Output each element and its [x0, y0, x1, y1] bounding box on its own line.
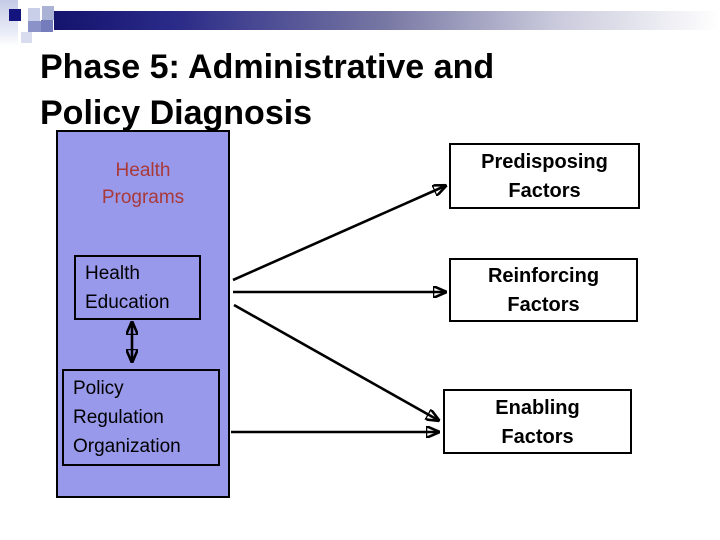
enabling-line2: Factors — [501, 426, 574, 448]
policy-regulation-organization-box: Policy Regulation Organization — [62, 369, 220, 466]
header-strip-decoration — [0, 0, 18, 46]
health-programs-line2: Programs — [101, 187, 185, 208]
reinforcing-line1: Reinforcing — [487, 265, 600, 287]
enabling-line1: Enabling — [495, 397, 580, 419]
arrow-health-education-to-enabling-factors — [233, 303, 438, 420]
predisposing-line1: Predisposing — [481, 151, 608, 173]
deco-square-navy — [9, 9, 21, 21]
predisposing-factors-box: Predisposing Factors — [449, 143, 640, 209]
deco-square-blue — [42, 6, 54, 20]
enabling-factors-box: Enabling Factors — [443, 389, 632, 454]
page-title: Phase 5: Administrative and Policy Diagn… — [40, 44, 494, 136]
page-title-line2: Policy Diagnosis — [40, 94, 313, 132]
reinforcing-factors-box: Reinforcing Factors — [449, 258, 638, 322]
deco-square-light — [21, 32, 32, 43]
header-gradient-bar — [54, 11, 720, 30]
deco-square-pale — [28, 8, 40, 21]
arrow-health-education-to-predisposing-factors — [232, 186, 445, 282]
policy-line3: Organization — [73, 436, 181, 457]
health-programs-line1: Health — [115, 160, 171, 181]
health-programs-box: Health Programs Health Education Policy … — [56, 130, 230, 498]
health-education-line1: Health — [85, 263, 140, 284]
health-programs-label: Health Programs — [58, 157, 228, 211]
policy-line2: Regulation — [73, 407, 164, 428]
deco-square-slate — [28, 21, 41, 32]
predisposing-line2: Factors — [508, 180, 581, 202]
deco-square-slate-dark — [41, 20, 53, 32]
page-title-line1: Phase 5: Administrative and — [40, 48, 495, 86]
health-education-line2: Education — [85, 292, 170, 313]
health-education-box: Health Education — [74, 255, 201, 320]
policy-line1: Policy — [73, 378, 124, 399]
reinforcing-line2: Factors — [507, 294, 580, 316]
